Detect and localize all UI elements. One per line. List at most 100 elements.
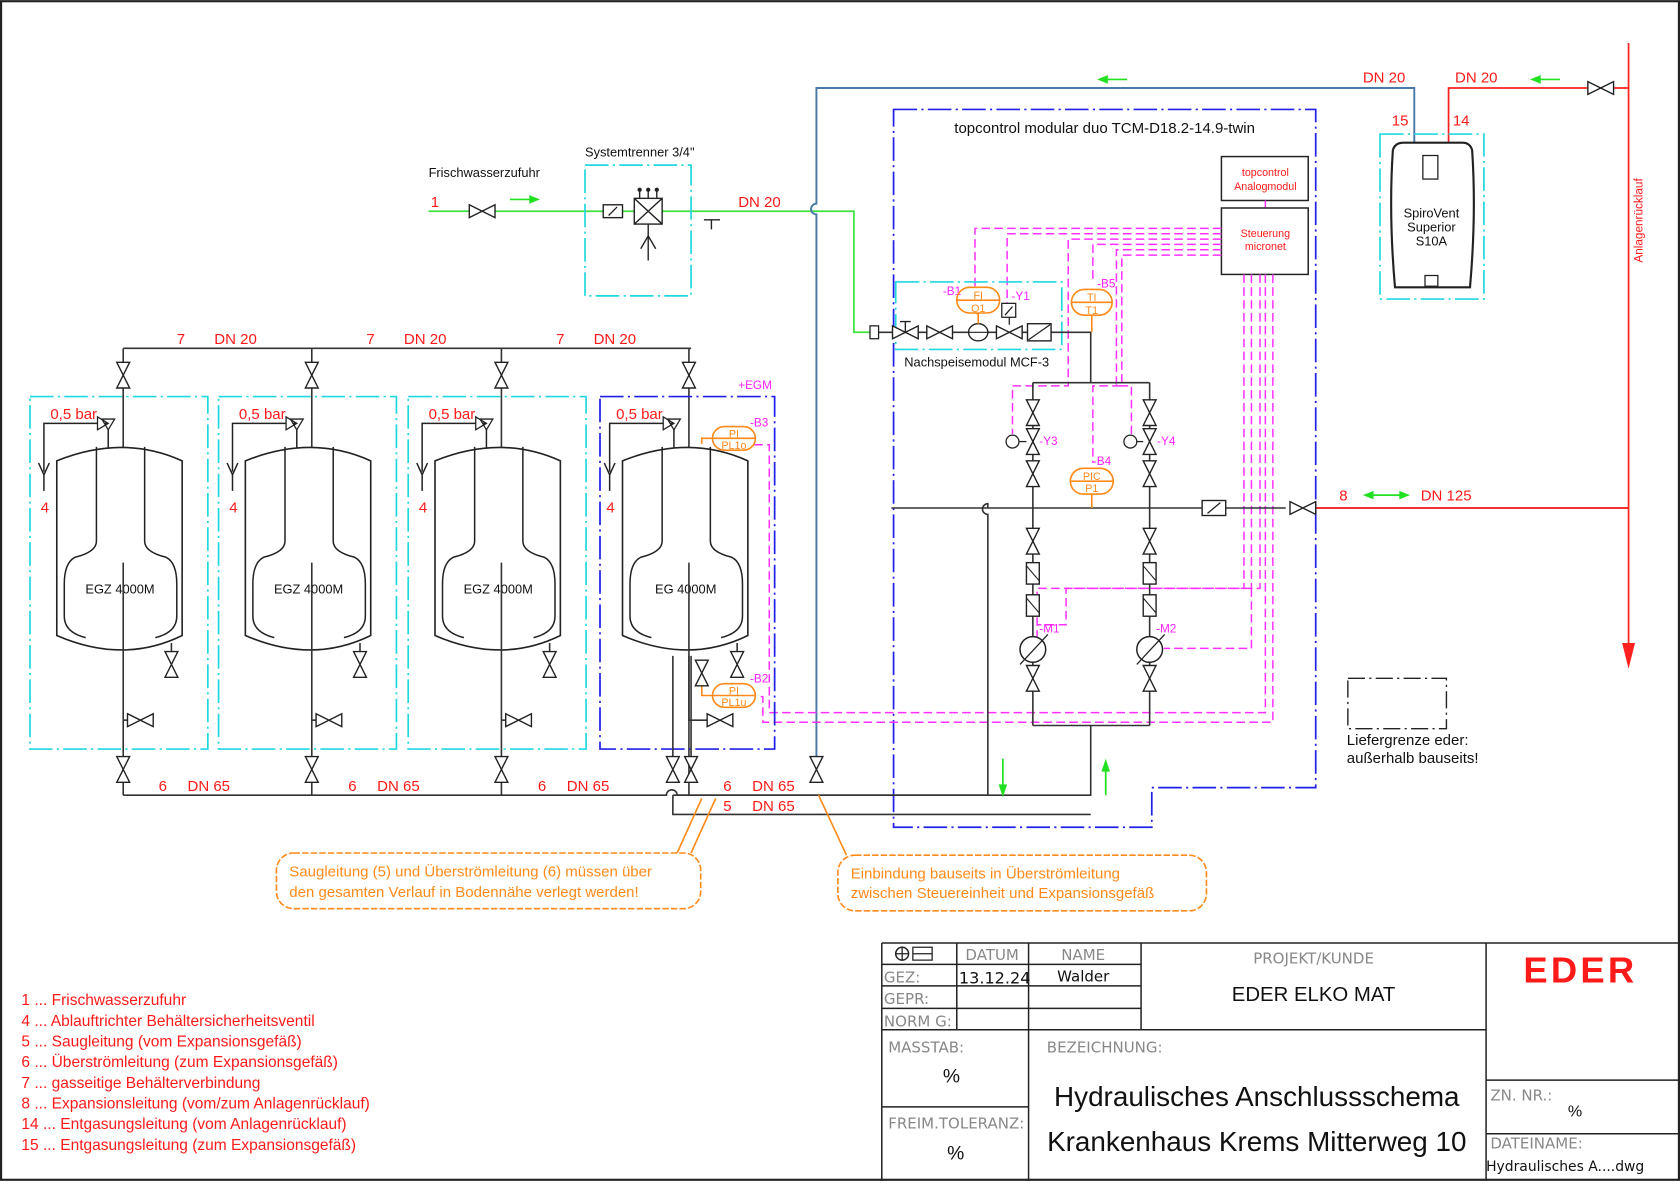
overflow-dn-1: DN 65 (188, 778, 231, 795)
vessel-body-icon (244, 446, 372, 651)
designation-line-1: Hydraulisches Anschlussschema (1054, 1081, 1460, 1112)
vessel-body-icon (434, 446, 562, 651)
degassing-valve-icon (1587, 80, 1615, 96)
flow-arrow-down-icon (998, 784, 1008, 798)
y3-upper-valve-icon (1025, 399, 1040, 427)
system-separator-label: Systemtrenner 3/4" (585, 145, 695, 160)
legend-item: 15 ... Entgasungsleitung (zum Expansions… (21, 1137, 356, 1154)
b1-bottom: Q1 (971, 303, 985, 315)
legend-item: 4 ... Ablauftrichter Behältersicherheits… (21, 1013, 314, 1030)
spirovent-device-icon (1390, 141, 1475, 289)
drain-valve-icon (505, 713, 533, 728)
overflow-num-3: 6 (538, 778, 546, 795)
relief-pressure: 0,5 bar (616, 406, 663, 423)
degassing-out-dn: DN 20 (1363, 70, 1406, 87)
name-label: NAME (1061, 946, 1105, 964)
b2-valve-icon (694, 659, 709, 687)
b3-tag: -B3 (750, 417, 769, 430)
note-floor-line-1: Saugleitung (5) und Überströmleitung (6)… (289, 863, 652, 881)
spirovent-line-3: S10A (1416, 233, 1448, 248)
vessel-frame (29, 395, 209, 750)
gas-num-2: 7 (366, 331, 374, 348)
suction-pipe (672, 795, 1091, 816)
gas-valve-icon (494, 361, 509, 389)
controller-unit: topcontrol modular duo TCM-D18.2-14.9-tw… (672, 108, 1629, 829)
flow-arrow-right-icon (509, 194, 541, 205)
analog-module-line-2: Analogmodul (1234, 181, 1296, 193)
m2-outlet-valve-icon (1142, 664, 1157, 692)
designation-label: BEZEICHNUNG: (1047, 1038, 1163, 1056)
vessel-name: EG 4000M (655, 582, 716, 597)
expansion-num: 8 (1339, 487, 1347, 504)
site-valve-icon (809, 755, 824, 783)
degassing-in-pipe (1447, 87, 1629, 145)
flow-arrow-left-icon (1096, 74, 1128, 85)
b1-tag: -B1 (943, 285, 961, 298)
gas-dn-2: DN 20 (404, 331, 447, 348)
b5-tag: -B5 (1097, 277, 1116, 290)
y3-lower-valve-icon (1025, 460, 1040, 488)
gepr-label: GEPR: (884, 990, 929, 1008)
control-unit-line-1: Steuerung (1241, 228, 1290, 240)
drain-valve-icon (706, 713, 734, 728)
degassing-in-dn: DN 20 (1455, 70, 1498, 87)
b4-bottom: P1 (1085, 483, 1098, 495)
b2-tag: -B2 (750, 673, 768, 686)
relief-pressure: 0,5 bar (50, 406, 97, 423)
y4-upper-valve-icon (1142, 399, 1157, 427)
gas-dn-3: DN 20 (594, 331, 637, 348)
vessel-name: EGZ 4000M (274, 582, 343, 597)
note-site-line-1: Einbindung bauseits in Überströmleitung (851, 865, 1120, 883)
gas-valve-icon (116, 361, 131, 389)
overflow-num-2: 6 (348, 778, 356, 795)
degassing-section: DN 20 DN 20 15 14 SpiroVent Superior S10… (809, 70, 1629, 783)
makeup-module-frame (894, 281, 1063, 351)
masstab-label: MASSTAB: (888, 1038, 964, 1056)
hose-connector-icon (869, 325, 880, 340)
y4-motor-valve-icon (1142, 428, 1157, 456)
legend-item: 5 ... Saugleitung (vom Expansionsgefäß) (21, 1034, 301, 1051)
b2-bottom: PL1u (721, 697, 746, 709)
legend-item: 14 ... Entgasungsleitung (vom Anlagenrüc… (21, 1116, 346, 1133)
freshwater-label: Frischwasserzufuhr (429, 165, 541, 180)
designation-line-2: Krankenhaus Krems Mitterweg 10 (1047, 1126, 1466, 1157)
egm-tag: +EGM (738, 379, 772, 392)
y4-motor-icon (1123, 434, 1138, 449)
overflow-dn-4: DN 65 (752, 778, 795, 795)
relief-valve-icon (475, 415, 494, 432)
freshwater-section: Frischwasserzufuhr 1 Systemtrenner 3/4" … (428, 145, 870, 334)
return-line-label: Anlagenrücklauf (1633, 178, 1646, 263)
overflow-dn-2: DN 65 (377, 778, 420, 795)
suction-dn: DN 65 (752, 798, 795, 815)
vessel-name: EGZ 4000M (85, 582, 154, 597)
relief-valve-icon (285, 415, 305, 432)
m1-outlet-valve-icon (1025, 664, 1040, 692)
note-floor: Saugleitung (5) und Überströmleitung (6)… (275, 798, 717, 910)
y4-lower-valve-icon (1142, 460, 1157, 488)
file-name: Hydraulisches A....dwg (1486, 1159, 1644, 1175)
vessel-bottom-valve-icon (116, 755, 131, 783)
legend-item: 7 ... gasseitige Behälterverbindung (21, 1075, 260, 1092)
suction-valve-icon (665, 755, 680, 783)
freshwater-valve-icon (468, 204, 496, 219)
drain-num: 4 (419, 499, 427, 516)
overflow-dn-3: DN 65 (567, 778, 610, 795)
overflow-valve-icon (683, 755, 699, 783)
freshwater-pipe (428, 210, 870, 334)
drain-num: 4 (229, 499, 237, 516)
degassing-out-num: 15 (1392, 112, 1409, 129)
vessel-drain-valve-icon (542, 650, 557, 678)
gez-label: GEZ: (884, 969, 920, 987)
y3-motor-valve-icon (1025, 428, 1040, 456)
degassing-out-pipe (810, 87, 1416, 759)
drain-valve-icon (126, 713, 154, 728)
analog-module-box (1220, 155, 1309, 202)
gas-valve-icon (681, 361, 697, 389)
b4-tag: -B4 (1093, 455, 1112, 468)
